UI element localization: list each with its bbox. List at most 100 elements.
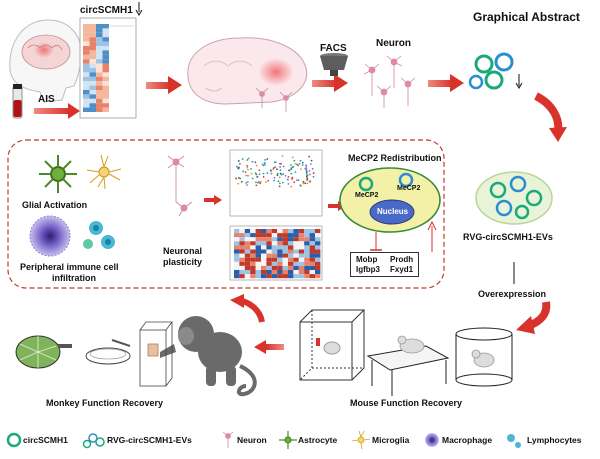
scatter-dot (237, 160, 240, 163)
scatter-dot (290, 167, 293, 169)
scatter-dot (305, 169, 308, 172)
heatmap-cell (83, 28, 90, 33)
heatmap2-cell (304, 253, 310, 258)
glial-activation-label: Glial Activation (22, 200, 88, 210)
scatter-dot (237, 176, 240, 179)
heatmap2-cell (234, 249, 240, 254)
heatmap2-cell (304, 233, 310, 238)
pie-dish-icon (15, 335, 72, 369)
scatter-dot (282, 165, 285, 168)
heatmap2-cell (239, 237, 245, 242)
peripheral-immune-label-2: infiltration (52, 273, 96, 283)
scatter-dot (297, 179, 300, 182)
heatmap2-cell (304, 237, 310, 242)
scatter-dot (312, 175, 315, 178)
scatter-dots (235, 155, 315, 188)
heatmap2-cell (234, 229, 240, 234)
scatter-dot (245, 174, 247, 177)
scatter-dot (305, 175, 308, 178)
heatmap-cell (89, 46, 96, 51)
heatmap2-cell (266, 265, 272, 270)
scatter-dot (246, 159, 249, 161)
heatmap2-cell (244, 274, 251, 279)
scatter-dot (304, 182, 307, 185)
scatter-dot (250, 172, 253, 175)
heatmap2-cell (304, 274, 310, 279)
scatter-dot (255, 164, 258, 167)
scatter-dot (235, 177, 237, 180)
heatmap2-cell (315, 229, 321, 234)
scatter-dot (264, 181, 267, 184)
heatmap2-cell (288, 270, 294, 275)
heatmap2-cell (271, 274, 278, 279)
heatmap2-cell (277, 245, 283, 250)
scatter-dot (266, 172, 269, 175)
heatmap-cell (83, 76, 90, 82)
heatmap2-cell (250, 270, 256, 275)
heatmap-cell (89, 37, 96, 42)
legend-circscmh1: circSCMH1 (23, 435, 68, 445)
heatmap-cell (102, 41, 109, 46)
plasticity-neuron-icon (167, 155, 193, 217)
scatter-dot (246, 164, 249, 167)
scatter-dot (246, 166, 249, 169)
scatter-dot (308, 169, 311, 172)
heatmap2-cell (234, 241, 240, 246)
heatmap-cell (102, 98, 109, 104)
scatter-dot (306, 174, 308, 177)
heatmap2-cell (266, 249, 272, 254)
heatmap-cell (89, 76, 96, 82)
scatter-dot (245, 181, 248, 184)
heatmap-cells (83, 24, 109, 112)
scatter-dot (250, 167, 252, 170)
heatmap2-cell (315, 274, 321, 279)
heatmap-cell (83, 41, 90, 46)
heatmap2-cell (293, 270, 299, 275)
heatmap-cell (102, 90, 109, 95)
heatmap2-cell (277, 233, 283, 238)
heatmap2-cell (293, 237, 299, 242)
heatmap-cell (96, 72, 103, 77)
heatmap-cell (83, 98, 90, 104)
heatmap2-cell (293, 241, 299, 246)
heatmap2-cell (255, 270, 261, 275)
heatmap2-cell (244, 261, 251, 266)
heatmap2-cell (234, 270, 240, 275)
scatter-dot (306, 182, 309, 185)
heatmap2-cell (309, 261, 315, 266)
heatmap2-cell (261, 245, 267, 250)
heatmap2-cell (266, 274, 272, 279)
heatmap2-cell (288, 274, 294, 279)
heatmap2-cell (282, 270, 288, 275)
scatter-dot (279, 166, 282, 168)
heatmap2-cell (244, 237, 251, 242)
neuron-icons-sorted (363, 55, 416, 108)
heatmap-cell (89, 50, 96, 55)
scatter-dot (254, 161, 257, 164)
heatmap2-cell (244, 233, 251, 238)
heatmap2-cell (298, 233, 305, 238)
heatmap2-cell (261, 270, 267, 275)
heatmap2-cell (255, 253, 261, 258)
scatter-dot (297, 164, 300, 167)
legend-microglia: Microglia (372, 435, 410, 445)
heatmap2-cell (255, 241, 261, 246)
scatter-dot (281, 155, 284, 158)
heatmap2-cell (250, 274, 256, 279)
overexpression-label: Overexpression (478, 289, 547, 299)
heatmap-cell (102, 103, 109, 108)
heatmap-cell (102, 72, 109, 77)
heatmap2-cell (271, 265, 278, 270)
mecp2-label-a: MeCP2 (355, 192, 379, 199)
scatter-dot (291, 166, 294, 169)
heatmap-cell (96, 59, 103, 64)
heatmap-cell (89, 63, 96, 68)
heatmap2-cell (277, 261, 283, 266)
heatmap-cell (96, 32, 103, 38)
neuron-icons-brain (255, 87, 293, 112)
scatter-dot (287, 183, 290, 185)
rvg-evs-icon (475, 171, 553, 225)
gene-label: Prodh (390, 255, 414, 264)
heatmap2-cell (309, 249, 315, 254)
heatmap2-cell (261, 229, 267, 234)
